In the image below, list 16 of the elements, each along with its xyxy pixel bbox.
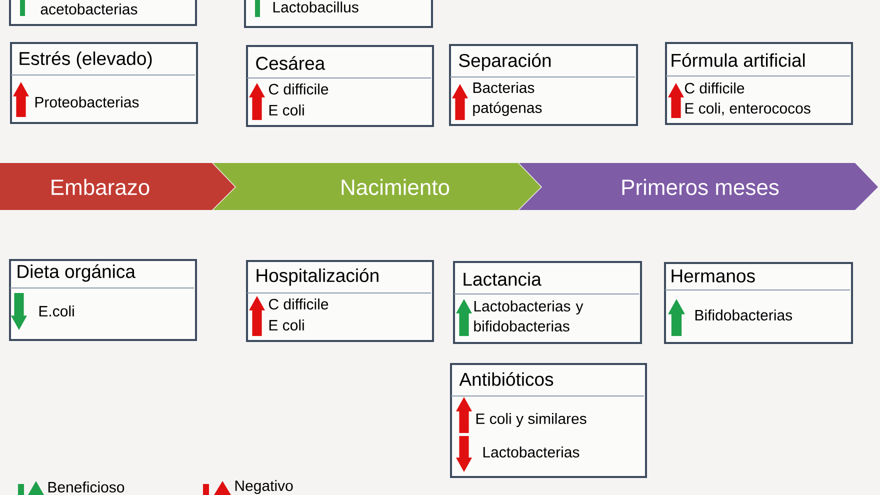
legend-label: Beneficioso — [48, 482, 124, 492]
info-box: Cesárea C difficile E coli — [246, 45, 434, 127]
timeline-segment: Embarazo — [0, 163, 235, 210]
info-box: acetobacterias — [9, 0, 197, 26]
info-box: Estrés (elevado) Proteobacterias — [10, 42, 198, 124]
info-box: Fórmula artificial C difficile E coli, enterococos — [665, 42, 854, 125]
info-box: Lactobacillus — [244, 0, 433, 28]
info-box: Hospitalización C difficile E coli — [246, 260, 434, 342]
info-box: Dieta orgánica E.coli — [9, 259, 197, 341]
info-box: Lactancia Lactobacterias y bifidobacterias — [453, 261, 642, 344]
info-box: Separación Bacterias patógenas — [449, 44, 638, 126]
info-box: Hermanos Bifidobacterias — [664, 262, 854, 344]
legend-label: Negativo — [235, 480, 293, 494]
info-box: Antibióticos E coli y similares Lactobacterias — [450, 363, 647, 478]
timeline-segment: Nacimiento — [213, 163, 541, 210]
timeline-segment: Primeros meses — [519, 163, 878, 210]
